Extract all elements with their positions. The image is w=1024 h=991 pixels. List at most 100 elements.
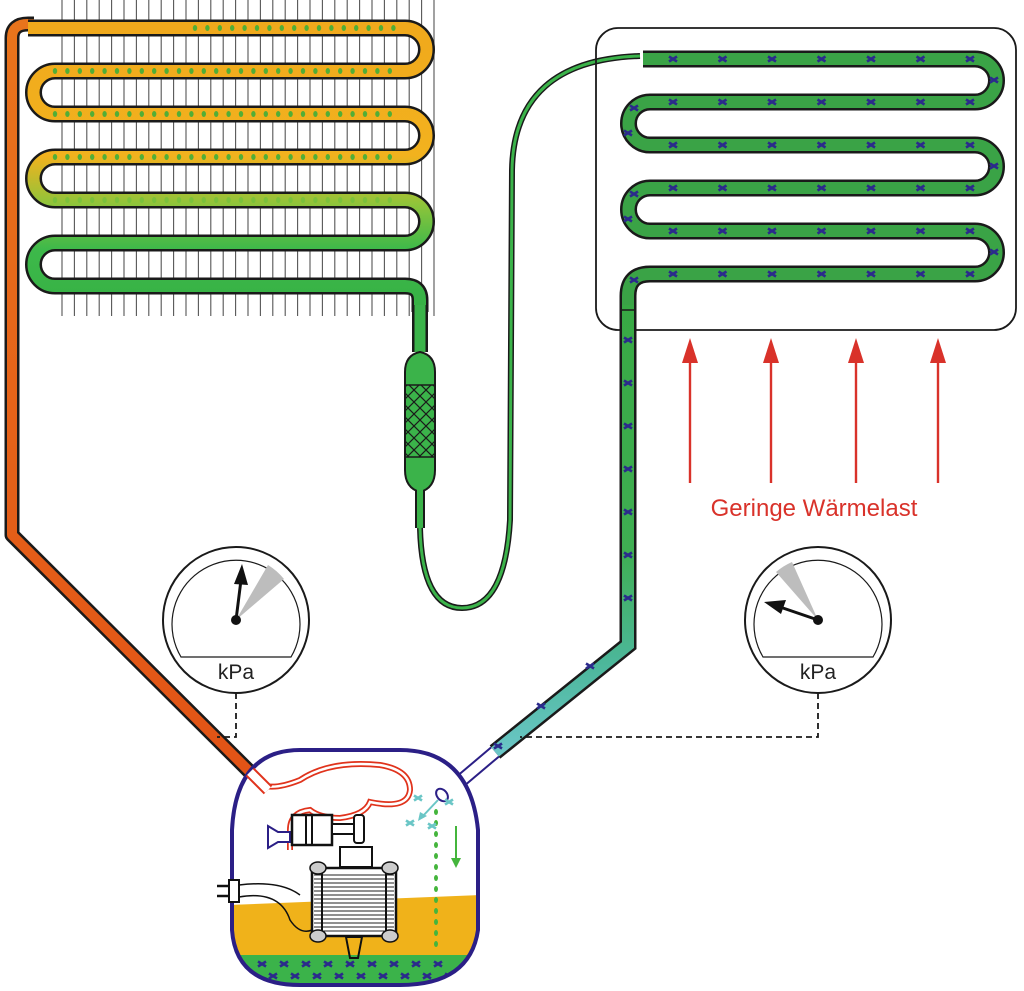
droplet xyxy=(139,154,144,160)
vapor-mark xyxy=(767,98,777,106)
droplet xyxy=(387,111,392,117)
droplet xyxy=(90,111,95,117)
vapor-mark xyxy=(965,227,975,235)
droplet xyxy=(354,25,359,31)
vapor-mark xyxy=(668,227,678,235)
vapor-mark xyxy=(623,422,633,430)
droplet xyxy=(114,197,120,203)
droplet xyxy=(176,154,182,160)
droplet xyxy=(300,68,306,74)
vapor-mark xyxy=(965,184,975,192)
droplet xyxy=(102,68,107,74)
droplet xyxy=(263,68,268,74)
electric-motor xyxy=(309,861,399,959)
vapor-mark xyxy=(585,662,595,670)
droplet xyxy=(242,25,247,31)
vapor-mark xyxy=(257,960,267,968)
droplet xyxy=(164,154,169,160)
droplet xyxy=(152,154,157,160)
droplet xyxy=(214,68,219,74)
droplet xyxy=(251,197,256,203)
droplet xyxy=(300,154,306,160)
droplet xyxy=(378,25,384,31)
droplet xyxy=(362,197,368,203)
droplet xyxy=(350,68,355,74)
droplet xyxy=(152,68,157,74)
droplet xyxy=(350,197,355,203)
liquid-droplets xyxy=(405,794,454,947)
droplet xyxy=(267,25,272,31)
vapor-mark xyxy=(816,141,827,149)
gauge-unit-label: kPa xyxy=(218,661,255,684)
vapor-mark xyxy=(389,960,399,968)
droplet xyxy=(263,111,268,117)
droplet xyxy=(77,68,83,74)
vapor-mark xyxy=(668,270,678,278)
droplet xyxy=(362,154,368,160)
vapor-mark xyxy=(989,248,999,256)
vapor-mark xyxy=(629,190,639,198)
capillary-tube xyxy=(417,53,641,612)
droplet xyxy=(176,197,182,203)
droplet xyxy=(434,842,438,848)
droplet xyxy=(325,154,330,160)
vapor-mark xyxy=(668,98,678,106)
heat-arrowhead xyxy=(930,338,946,363)
droplet xyxy=(375,197,380,203)
vapor-mark xyxy=(312,972,322,980)
vapor-mark xyxy=(623,594,633,602)
vapor-mark xyxy=(411,960,421,968)
droplet xyxy=(164,197,169,203)
droplet xyxy=(350,111,355,117)
droplet xyxy=(313,111,318,117)
droplet xyxy=(338,111,343,117)
vapor-mark xyxy=(668,55,678,63)
condensate-droplets xyxy=(52,25,396,203)
vapor-mark xyxy=(717,270,728,278)
refrigerant-vapor-marks xyxy=(623,55,999,284)
droplet xyxy=(276,154,281,160)
vapor-mark xyxy=(767,184,777,192)
droplet xyxy=(313,154,318,160)
droplet xyxy=(254,25,260,31)
droplet xyxy=(52,68,58,74)
gauge-unit-label: kPa xyxy=(800,661,837,684)
droplet xyxy=(288,111,293,117)
droplet xyxy=(90,68,95,74)
suction-line xyxy=(445,305,637,796)
droplet xyxy=(276,197,281,203)
droplet xyxy=(201,111,206,117)
droplet xyxy=(189,197,194,203)
heat-load-label: Geringe Wärmelast xyxy=(711,495,918,522)
vapor-mark xyxy=(767,227,777,235)
droplet xyxy=(201,154,206,160)
droplet xyxy=(230,25,235,31)
pressure-gauge-low-side: kPa xyxy=(520,546,892,738)
filter-drier xyxy=(404,305,436,528)
vapor-mark xyxy=(623,215,633,223)
filter-mesh xyxy=(404,384,436,458)
suction-vapor-marks xyxy=(493,336,633,750)
vapor-mark xyxy=(629,104,639,112)
vapor-mark xyxy=(965,98,975,106)
droplet xyxy=(189,68,194,74)
vapor-mark xyxy=(279,960,289,968)
vapor-mark xyxy=(816,55,827,63)
droplet xyxy=(288,68,293,74)
oil-pickup xyxy=(344,936,364,959)
vapor-mark xyxy=(717,55,728,63)
droplet xyxy=(226,197,231,203)
droplet xyxy=(434,875,438,881)
vapor-mark xyxy=(866,270,876,278)
vapor-mark xyxy=(866,141,876,149)
droplet xyxy=(279,25,284,31)
droplet xyxy=(313,197,318,203)
evaporator-coil xyxy=(619,50,1005,320)
droplet xyxy=(434,831,438,837)
vapor-mark xyxy=(623,465,633,473)
droplet xyxy=(434,941,438,947)
droplet xyxy=(176,68,182,74)
droplet xyxy=(164,111,169,117)
droplet xyxy=(152,197,157,203)
vapor-mark xyxy=(717,98,728,106)
